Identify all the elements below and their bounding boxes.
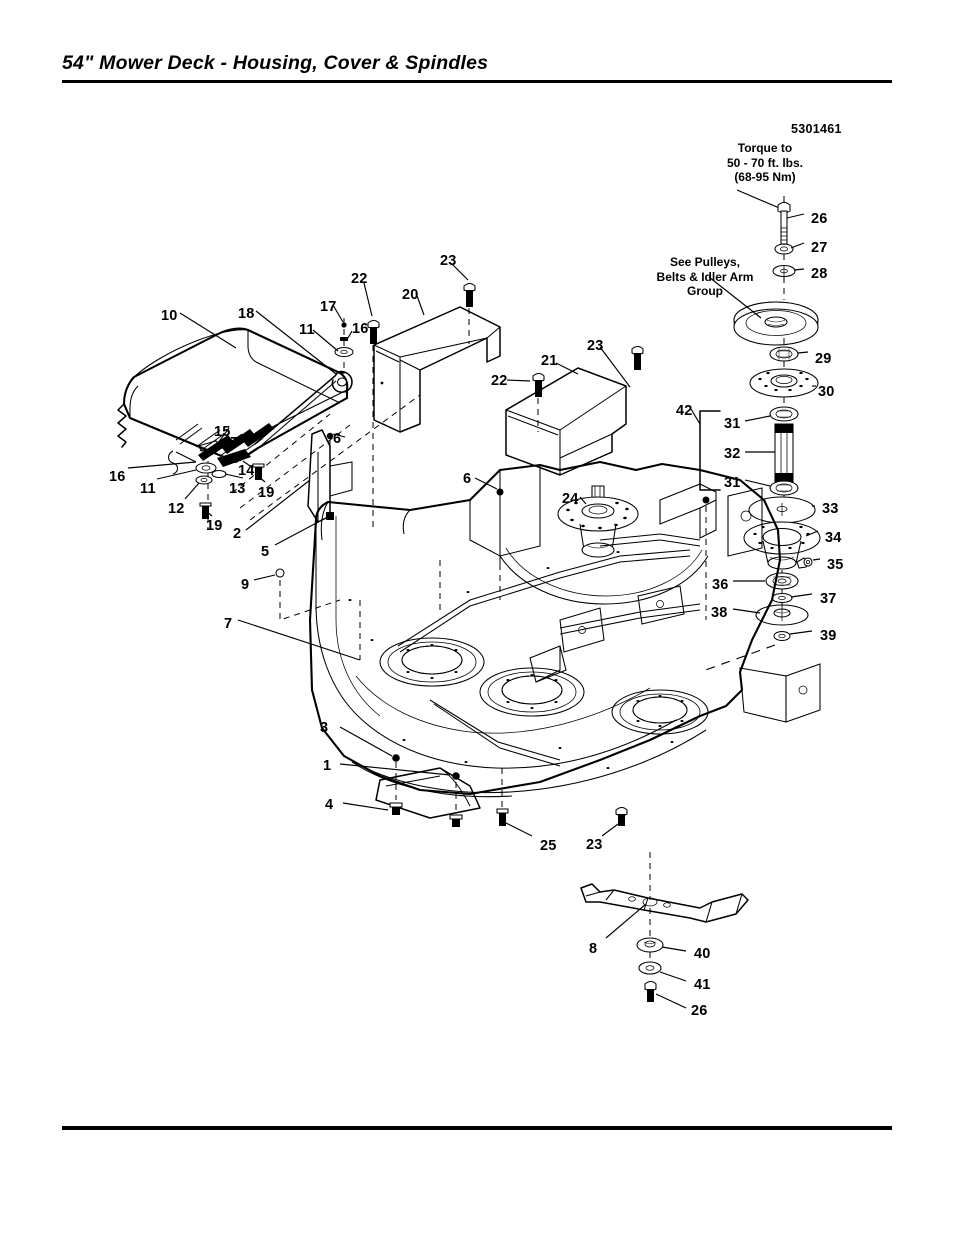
callout-number-41: 41 — [694, 977, 711, 993]
hinge-pivot-left-cluster — [127, 427, 266, 530]
part-31-bearing-lower — [769, 480, 799, 496]
part-22-screw-right — [532, 372, 545, 432]
deck-mounting-brackets — [659, 483, 821, 723]
spindle-mount-bores — [379, 637, 709, 735]
callout-number-11: 11 — [299, 322, 315, 338]
part-25-screw — [496, 768, 533, 837]
callout-number-13: 13 — [229, 481, 246, 497]
part-28-flat-washer — [772, 264, 796, 278]
callout-number-6: 6 — [333, 431, 342, 447]
callout-number-37: 37 — [820, 591, 837, 607]
part-22-screw-left — [367, 319, 380, 530]
callout-number-23: 23 — [587, 338, 604, 354]
part-35-grease-fitting — [796, 557, 813, 569]
blade-assembly — [580, 852, 749, 1009]
part-34-spindle-housing — [743, 521, 821, 570]
callout-number-19: 19 — [258, 485, 275, 501]
header-rule — [62, 80, 892, 83]
callout-number-35: 35 — [827, 557, 844, 573]
callout-number-1: 1 — [323, 758, 332, 774]
part-41-washer — [638, 961, 662, 975]
part-23-screw-cover21 — [631, 345, 644, 370]
belt-cover-20 — [363, 263, 501, 530]
hinge-pivot-right — [312, 304, 354, 368]
callout-number-10: 10 — [161, 308, 178, 324]
callout-number-12: 12 — [168, 501, 185, 517]
part-27-lock-washer — [774, 243, 794, 255]
callout-number-9: 9 — [241, 577, 250, 593]
page-title: 54" Mower Deck - Housing, Cover & Spindl… — [62, 52, 489, 74]
part-26-bolt-upper — [777, 201, 791, 245]
callout-number-40: 40 — [694, 946, 711, 962]
callout-number-39: 39 — [820, 628, 837, 644]
callout-number-31: 31 — [724, 475, 741, 491]
callout-number-38: 38 — [711, 605, 728, 621]
discharge-deflector-assembly — [117, 304, 421, 530]
part-40-cup-washer — [636, 937, 664, 953]
part-39-nut — [773, 630, 791, 642]
callout-number-21: 21 — [541, 353, 558, 369]
callout-number-6: 6 — [463, 471, 472, 487]
callout-number-32: 32 — [724, 446, 741, 462]
callout-number-31: 31 — [724, 416, 741, 432]
part-24-spindle-assembly — [557, 485, 639, 558]
pulleys-reference-note: See Pulleys, Belts & Idler Arm Group — [656, 255, 754, 298]
part-23-screw-cover20 — [463, 282, 476, 344]
footer-rule — [62, 1126, 892, 1130]
part-26-blade-bolt — [644, 980, 657, 1002]
drawing-number: 5301461 — [791, 122, 842, 136]
callout-number-16: 16 — [352, 321, 369, 337]
part-30-spindle-flange — [749, 368, 819, 398]
callout-number-30: 30 — [818, 384, 835, 400]
callout-number-42: 42 — [676, 403, 693, 419]
spindle-exploded-stack — [690, 189, 821, 673]
callout-number-36: 36 — [712, 577, 729, 593]
callout-number-18: 18 — [238, 306, 255, 322]
part-36-bearing — [765, 572, 799, 590]
callout-number-24: 24 — [562, 491, 579, 507]
callout-number-29: 29 — [815, 351, 832, 367]
part-37-washer — [771, 592, 793, 604]
callout-number-17: 17 — [222, 435, 239, 451]
callout-number-26: 26 — [811, 211, 828, 227]
callout-number-4: 4 — [325, 797, 334, 813]
callout-number-34: 34 — [825, 530, 842, 546]
callout-number-11: 11 — [140, 481, 156, 497]
callout-number-33: 33 — [822, 501, 839, 517]
deck-reinforcement-straps — [397, 533, 701, 767]
callout-number-22: 22 — [491, 373, 508, 389]
part-42-group-bracket — [699, 410, 721, 491]
callout-number-14: 14 — [238, 463, 255, 479]
deck-baffle-plate — [339, 726, 481, 827]
callout-number-15: 15 — [214, 424, 231, 440]
callout-number-19: 19 — [206, 518, 223, 534]
callout-number-25: 25 — [540, 838, 557, 854]
callout-number-7: 7 — [224, 616, 233, 632]
callout-number-2: 2 — [233, 526, 242, 542]
part-29-bearing — [769, 346, 799, 362]
mower-deck-housing — [237, 460, 821, 798]
part-23-screw-deck — [601, 806, 628, 837]
part-31-bearing-upper — [769, 406, 799, 422]
callout-number-27: 27 — [811, 240, 828, 256]
callout-number-17: 17 — [320, 299, 337, 315]
callout-number-5: 5 — [261, 544, 270, 560]
pulley — [733, 301, 819, 346]
callout-number-16: 16 — [109, 469, 126, 485]
callout-number-23: 23 — [440, 253, 457, 269]
callout-number-28: 28 — [811, 266, 828, 282]
part-33-disc — [748, 496, 816, 524]
callout-number-20: 20 — [402, 287, 419, 303]
callout-number-3: 3 — [320, 720, 329, 736]
callout-number-23: 23 — [586, 837, 603, 853]
part-32-spindle-shaft — [774, 423, 794, 483]
torque-note: Torque to 50 - 70 ft. lbs. (68-95 Nm) — [726, 141, 804, 184]
callout-number-8: 8 — [589, 941, 598, 957]
baffle-and-rod — [245, 429, 710, 660]
callout-number-26: 26 — [691, 1003, 708, 1019]
callout-number-22: 22 — [351, 271, 368, 287]
part-38-pulley-plate — [755, 604, 809, 626]
belt-cover-21 — [505, 345, 644, 476]
